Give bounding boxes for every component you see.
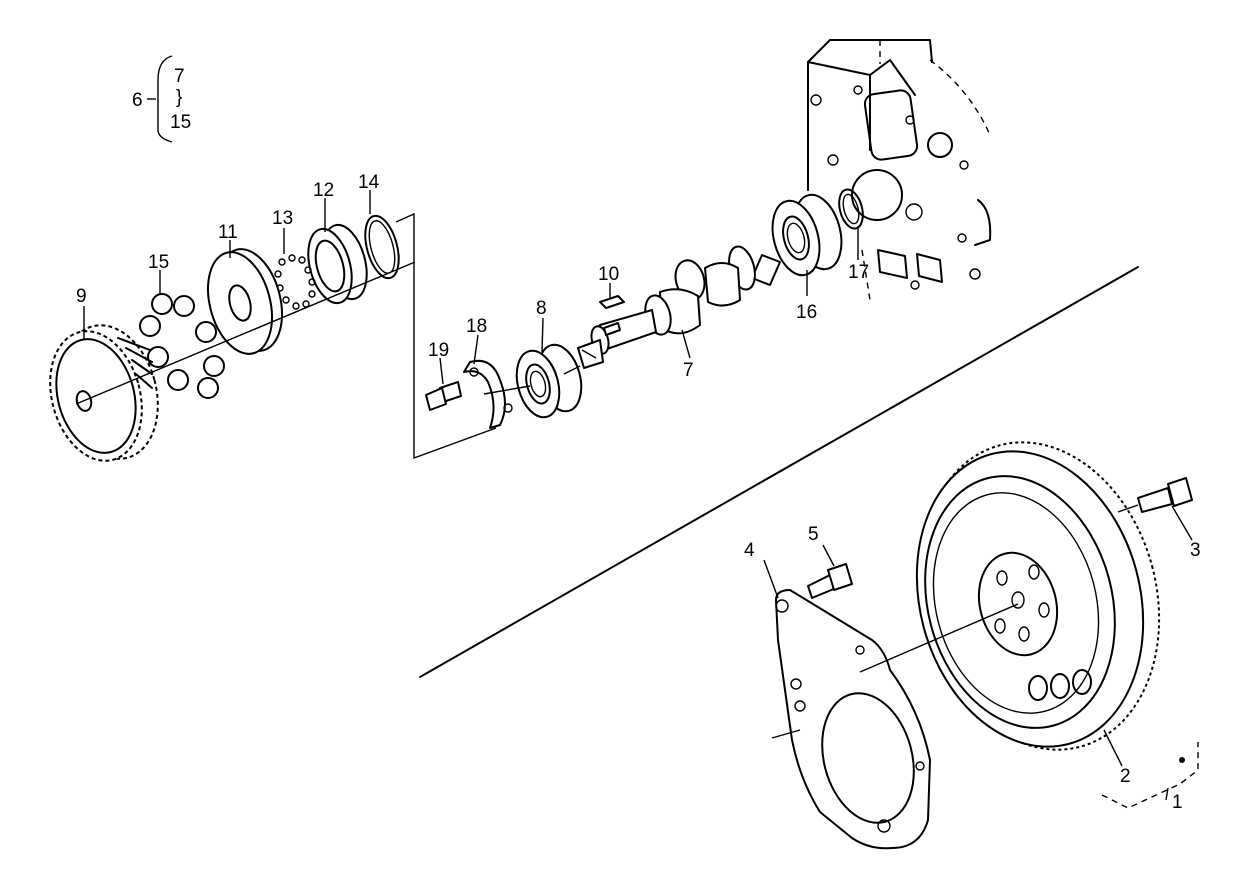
bolt-3 bbox=[1117, 477, 1193, 513]
bearing-12 bbox=[307, 223, 368, 305]
callout-14: 14 bbox=[358, 172, 380, 193]
ball-ring-13 bbox=[274, 254, 316, 310]
gear-9 bbox=[49, 324, 159, 462]
group-legend: 6 7 } 15 bbox=[132, 55, 191, 143]
gear-group-bracket bbox=[395, 212, 497, 460]
engine-block bbox=[807, 39, 992, 301]
snap-ring-14 bbox=[364, 214, 400, 280]
callout-18: 18 bbox=[466, 316, 487, 337]
callout-11: 11 bbox=[218, 222, 238, 243]
callout-16: 16 bbox=[796, 302, 817, 323]
legend-group-number: 6 bbox=[132, 90, 143, 111]
key-10 bbox=[599, 295, 625, 309]
callout-10: 10 bbox=[598, 264, 619, 285]
flywheel-2 bbox=[915, 441, 1161, 751]
assembly-dot bbox=[1179, 757, 1185, 763]
callout-12: 12 bbox=[313, 180, 334, 201]
snap-ring-17 bbox=[838, 188, 864, 230]
thrust-washer-11 bbox=[207, 248, 283, 355]
callouts: 1 2 3 4 5 7 8 9 10 11 12 13 14 15 16 17 … bbox=[76, 172, 1201, 813]
callout-15: 15 bbox=[148, 252, 169, 273]
bearing-8 bbox=[515, 343, 583, 419]
callout-1: 1 bbox=[1172, 792, 1183, 813]
thrust-plate-18 bbox=[463, 359, 513, 429]
legend-from-number: 7 bbox=[174, 66, 185, 87]
callout-5: 5 bbox=[808, 524, 819, 545]
callout-7: 7 bbox=[683, 360, 694, 381]
callout-8: 8 bbox=[536, 298, 547, 319]
assembly-bracket-1 bbox=[1101, 742, 1199, 809]
bearing-16 bbox=[771, 193, 843, 277]
bolt-5 bbox=[807, 563, 853, 599]
centre-axes bbox=[75, 261, 581, 405]
callout-17: 17 bbox=[848, 262, 869, 283]
callout-13: 13 bbox=[272, 208, 293, 229]
callout-2: 2 bbox=[1120, 766, 1131, 787]
legend-range-sign: } bbox=[176, 87, 182, 108]
legend-to-number: 15 bbox=[170, 112, 191, 133]
flywheel-axis bbox=[859, 603, 1019, 673]
callout-4: 4 bbox=[744, 540, 755, 561]
callout-3: 3 bbox=[1190, 540, 1201, 561]
camshaft-7 bbox=[577, 245, 781, 369]
callout-19: 19 bbox=[428, 340, 449, 361]
bolt-19 bbox=[425, 381, 462, 411]
leader-lines bbox=[83, 190, 1193, 801]
section-divider bbox=[419, 266, 1139, 678]
balls-15 bbox=[139, 293, 225, 399]
callout-9: 9 bbox=[76, 286, 87, 307]
adapter-plate-4 bbox=[771, 589, 931, 850]
